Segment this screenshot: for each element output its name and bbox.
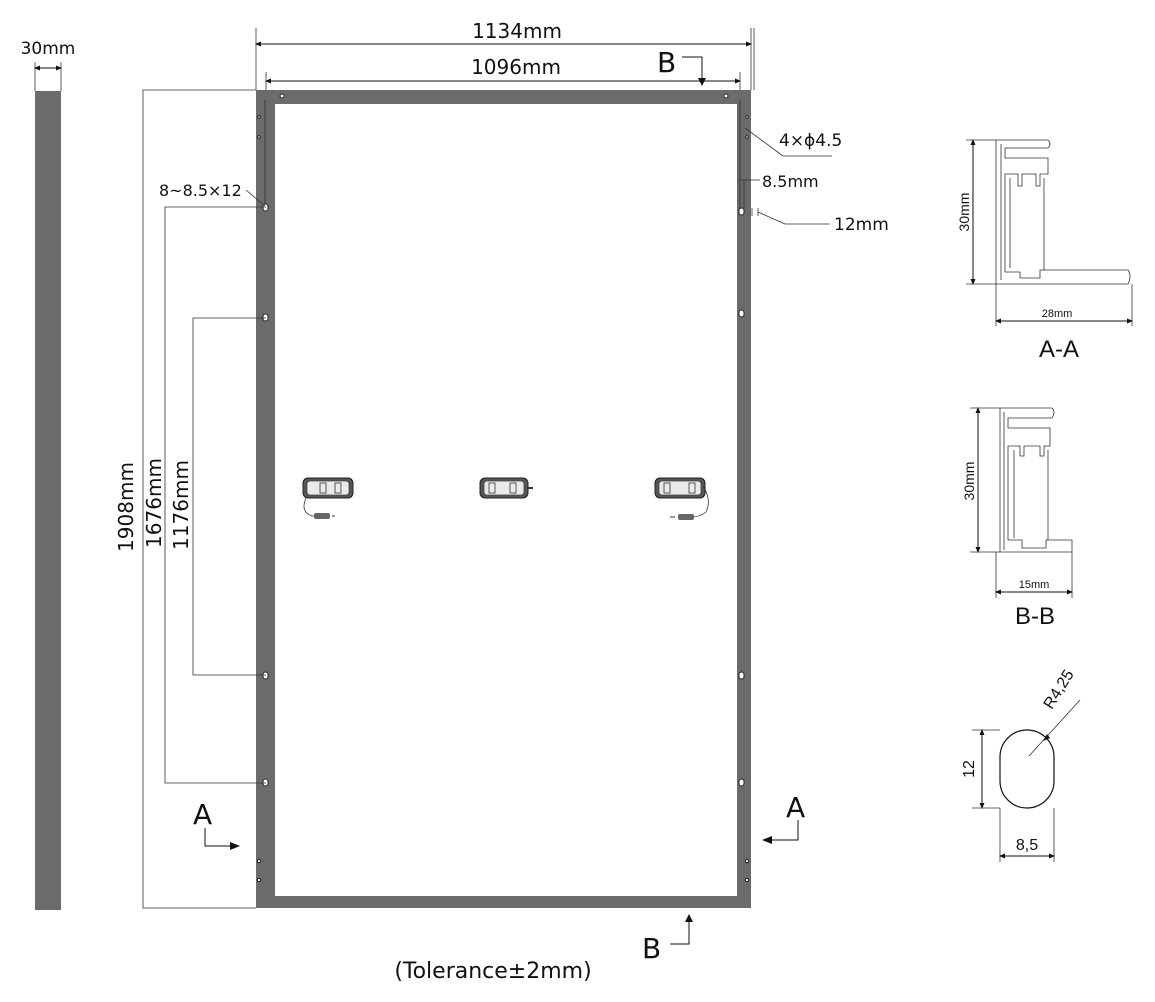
front-view: 1134mm 1096mm 1908mm 1676mm 1176mm 8~8.5…	[114, 19, 889, 984]
mounting-hole-callout: 8~8.5×12	[159, 181, 242, 200]
mounting-slot	[738, 671, 745, 680]
slot-detail: R4,25 12 8,5	[961, 667, 1081, 862]
side-view: 30mm	[21, 39, 76, 910]
module-frame	[256, 90, 751, 908]
left-junction-box	[302, 477, 354, 519]
section-b-width-label: 15mm	[1019, 579, 1050, 591]
center-junction-box	[479, 477, 533, 499]
section-b-title: B-B	[1015, 603, 1055, 630]
slot-width-label: 8.5mm	[762, 172, 819, 191]
section-marker-b-bottom: B	[642, 932, 661, 965]
section-a-width-label: 28mm	[1042, 308, 1073, 320]
mounting-slot	[262, 778, 269, 787]
tolerance-note: (Tolerance±2mm)	[394, 959, 591, 984]
slot-outline	[999, 729, 1055, 809]
mounting-slot	[738, 309, 745, 318]
side-frame-profile	[35, 91, 61, 910]
slot-length-detail-label: 12	[961, 760, 978, 778]
section-a-a: 30mm 28mm A-A	[956, 139, 1133, 363]
section-a-height-label: 30mm	[956, 193, 972, 232]
slot-radius-label: R4,25	[1041, 667, 1078, 712]
mounting-slot	[262, 671, 269, 680]
section-marker-a-right: A	[786, 791, 805, 824]
mounting-slot	[738, 207, 745, 216]
section-b-b: 30mm 15mm B-B	[961, 407, 1073, 630]
mounting-slot	[738, 778, 745, 787]
side-thickness-label: 30mm	[21, 39, 76, 59]
right-junction-box	[654, 477, 709, 520]
slot-length-label: 12mm	[834, 215, 889, 235]
overall-width-label: 1134mm	[472, 19, 562, 43]
mounting-slot	[262, 313, 269, 322]
section-marker-a-left: A	[193, 798, 212, 831]
section-a-title: A-A	[1039, 336, 1079, 363]
slot-width-detail-label: 8,5	[1016, 837, 1038, 854]
section-b-height-label: 30mm	[961, 462, 977, 501]
section-marker-b-top: B	[657, 46, 676, 79]
overall-length-label: 1908mm	[114, 462, 138, 552]
outer-mount-spacing-label: 1676mm	[142, 458, 166, 548]
inner-mount-spacing-label: 1176mm	[169, 460, 193, 550]
inner-width-label: 1096mm	[471, 55, 561, 79]
drain-hole-callout: 4×ϕ4.5	[779, 131, 842, 151]
